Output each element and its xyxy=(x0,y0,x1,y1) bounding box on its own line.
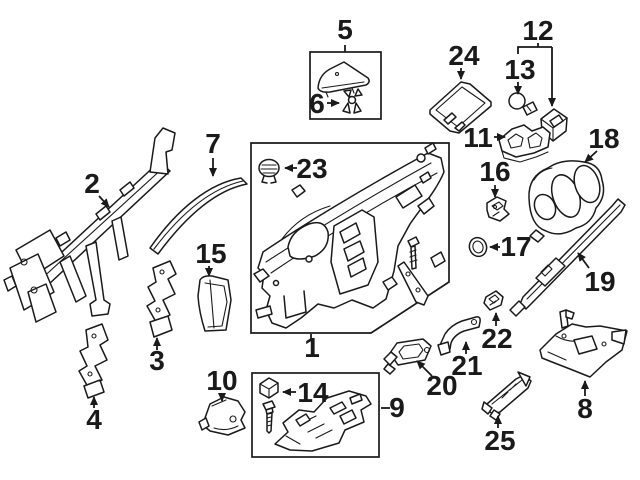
callout-11: 11 xyxy=(463,122,506,153)
callout-label-4: 4 xyxy=(86,404,102,435)
callout-5: 5 xyxy=(337,14,353,52)
part-3-drawing xyxy=(146,260,177,338)
callout-label-18: 18 xyxy=(588,123,619,154)
part-2-drawing xyxy=(3,127,176,323)
callout-label-15: 15 xyxy=(195,238,226,269)
part-9-screw-drawing xyxy=(262,400,276,434)
callout-label-16: 16 xyxy=(479,156,510,187)
callout-4: 4 xyxy=(86,396,102,435)
callout-label-23: 23 xyxy=(296,153,327,184)
box-1 xyxy=(250,142,450,334)
callout-13: 13 xyxy=(504,54,536,95)
callout-8: 8 xyxy=(577,380,593,424)
callout-label-21: 21 xyxy=(451,350,482,381)
part-10-drawing xyxy=(198,396,246,436)
callout-label-14: 14 xyxy=(297,377,329,408)
callout-18: 18 xyxy=(584,123,620,163)
part-14-drawing xyxy=(259,377,279,399)
callout-2: 2 xyxy=(84,168,110,208)
part-15-drawing xyxy=(197,275,232,332)
callout-12: 12 xyxy=(517,15,556,107)
callout-label-11: 11 xyxy=(463,122,493,153)
callout-23: 23 xyxy=(284,153,328,184)
part-5-drawing xyxy=(317,61,370,98)
callout-arrow-18 xyxy=(584,150,598,163)
callout-label-13: 13 xyxy=(504,54,535,85)
callout-10: 10 xyxy=(206,365,238,402)
callout-label-1: 1 xyxy=(304,332,320,363)
callout-7: 7 xyxy=(205,128,221,177)
callout-bracket-line-12 xyxy=(517,43,552,54)
callout-arrow-2 xyxy=(98,195,110,208)
part-6-drawing xyxy=(342,88,363,114)
callout-25: 25 xyxy=(484,415,516,456)
callout-arrow-20 xyxy=(416,360,433,377)
part-16-drawing xyxy=(486,196,510,222)
part-8-drawing xyxy=(539,309,628,378)
part-18-drawing xyxy=(528,160,605,243)
callout-15: 15 xyxy=(195,238,227,277)
part-21-drawing xyxy=(437,316,481,356)
callout-label-2: 2 xyxy=(84,168,100,199)
callouts-layer: 1234567891011121314151617181920212223242… xyxy=(84,14,619,456)
callout-16: 16 xyxy=(479,156,511,198)
part-25-drawing xyxy=(481,371,532,421)
callout-24: 24 xyxy=(448,40,480,80)
callout-label-9: 9 xyxy=(389,392,405,423)
part-11-drawing xyxy=(498,124,551,163)
part-19-drawing xyxy=(509,198,626,317)
part-1-drawing xyxy=(253,142,446,329)
callout-14: 14 xyxy=(282,377,329,408)
callout-label-20: 20 xyxy=(426,370,457,401)
part-4-drawing xyxy=(78,323,109,399)
callout-label-24: 24 xyxy=(448,40,480,71)
part-17-drawing xyxy=(468,236,488,258)
part-9-drawing xyxy=(274,390,372,452)
part-7-drawing xyxy=(149,177,248,255)
callout-label-6: 6 xyxy=(309,88,325,119)
callout-label-3: 3 xyxy=(149,345,165,376)
callout-22: 22 xyxy=(481,312,513,354)
callout-label-17: 17 xyxy=(500,231,531,262)
callout-label-22: 22 xyxy=(481,323,512,354)
callout-label-19: 19 xyxy=(584,266,615,297)
part-24-drawing xyxy=(429,81,492,134)
callout-label-12: 12 xyxy=(522,15,553,46)
callout-label-7: 7 xyxy=(205,128,221,159)
callout-20: 20 xyxy=(416,360,458,401)
callout-6: 6 xyxy=(309,88,340,119)
callout-label-25: 25 xyxy=(484,425,515,456)
box-9-14 xyxy=(251,372,380,458)
callout-21: 21 xyxy=(451,341,483,381)
part-13-drawing xyxy=(508,92,538,116)
part-22-drawing xyxy=(483,290,504,311)
part-20-drawing xyxy=(383,338,432,375)
callout-3: 3 xyxy=(149,337,165,376)
callout-label-10: 10 xyxy=(206,365,237,396)
callout-label-8: 8 xyxy=(577,393,593,424)
callout-17: 17 xyxy=(489,231,532,262)
callout-9: 9 xyxy=(381,392,405,423)
callout-arrow-19 xyxy=(577,252,590,269)
callout-1: 1 xyxy=(304,332,320,363)
callout-label-5: 5 xyxy=(337,14,353,45)
callout-19: 19 xyxy=(577,252,616,297)
part-23-drawing xyxy=(258,158,280,184)
